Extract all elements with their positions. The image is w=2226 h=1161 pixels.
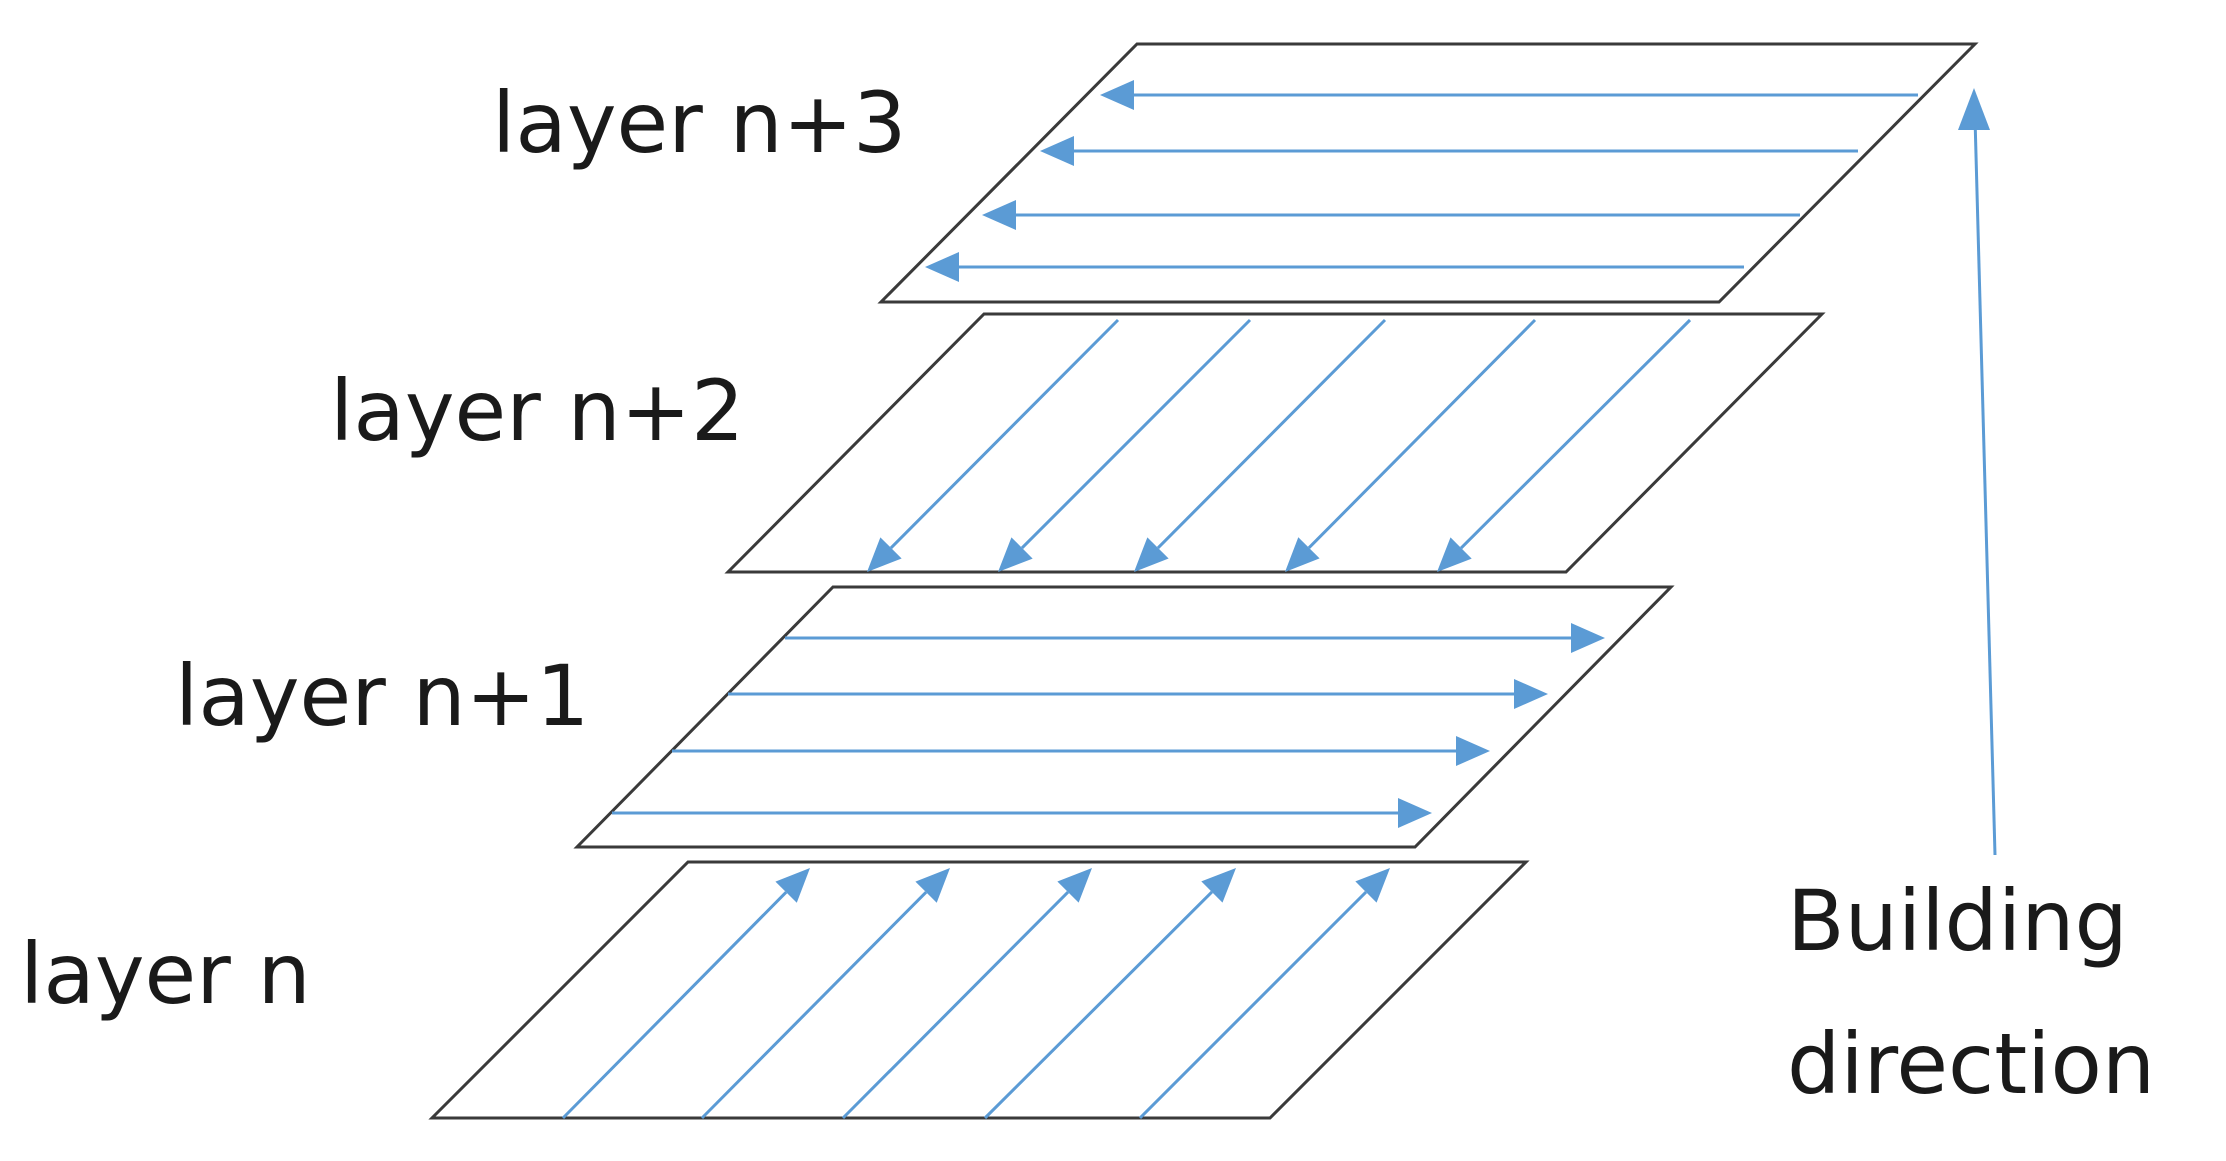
layer-n-plus-1: layer n+1 (175, 585, 1675, 849)
layer-n-plus-3-scan-arrow-1 (1100, 80, 1918, 110)
layer-n-scan-arrow-3-line (841, 891, 1070, 1120)
layer-n-plus-2-scan-arrow-3-head (1134, 537, 1169, 572)
layer-n-plus-1-label: layer n+1 (175, 647, 590, 745)
layer-n-scan-arrow-5-head (1355, 868, 1390, 903)
layer-n-plus-2-scan-arrow-1-head (867, 537, 902, 572)
layer-n-plus-2-scan-arrow-2-head (998, 537, 1033, 572)
layer-n-plus-2-scan-arrow-4-line (1307, 318, 1537, 549)
layer-n-plus-3-scan-arrow-2-head (1040, 136, 1074, 166)
layer-n-scan-arrow-1-line (561, 891, 788, 1120)
layer-n-plus-2-scan-arrow-5-head (1437, 537, 1472, 572)
layer-n-plus-3-scan-paths (925, 80, 1918, 282)
layer-n-plus-2-scan-arrow-3 (1134, 318, 1387, 572)
layer-n-plus-2-outline (724, 312, 1826, 574)
layer-n-plus-2-scan-arrow-3-line (1156, 318, 1387, 549)
layer-n-plus-1-scan-arrow-1-head (1571, 623, 1605, 653)
layer-n-plus-3-outline (877, 42, 1979, 304)
layer-n-outline (428, 860, 1530, 1120)
layer-n-plus-1-scan-paths (612, 623, 1605, 828)
layer-n-plus-1-scan-arrow-2-head (1514, 679, 1548, 709)
layer-n-plus-2-scan-arrow-2 (998, 318, 1252, 572)
layer-n-plus-1-scan-arrow-3 (672, 736, 1490, 766)
layer-n-plus-2-scan-arrow-1 (867, 318, 1120, 572)
layer-n-plus-1-scan-arrow-2 (728, 679, 1548, 709)
layer-n-scan-arrow-1-head (775, 868, 810, 903)
layer-n-plus-3-scan-arrow-2 (1040, 136, 1858, 166)
layer-n-scan-arrow-5 (1138, 868, 1390, 1120)
layer-n-plus-2: layer n+2 (330, 312, 1826, 574)
layer-n-plus-2-scan-arrow-5 (1437, 318, 1692, 572)
building-direction-label-line1: Building (1787, 872, 2128, 970)
layer-n-plus-2-scan-arrow-4 (1285, 318, 1537, 572)
layer-n-scan-paths (561, 868, 1390, 1120)
layer-n-plus-2-scan-arrow-1-line (889, 318, 1120, 549)
layer-n-plus-3-scan-arrow-1-head (1100, 80, 1134, 110)
layer-n-scan-arrow-4 (983, 868, 1236, 1120)
layer-n-scan-arrow-3-head (1057, 868, 1092, 903)
layer-n-plus-3-scan-arrow-3 (982, 200, 1800, 230)
layer-n-plus-3-label: layer n+3 (492, 74, 907, 172)
layer-n-scan-arrow-1 (561, 868, 810, 1120)
layer-n-plus-2-scan-arrow-5-line (1460, 318, 1692, 550)
layer-n-plus-3: layer n+3 (492, 42, 1979, 304)
layer-n-scan-arrow-2-line (700, 891, 928, 1120)
layer-n-plus-3-scan-arrow-4-head (925, 252, 959, 282)
layer-n-plus-1-scan-arrow-4-head (1398, 798, 1432, 828)
layer-n-scan-arrow-4-line (983, 890, 1213, 1120)
building-direction: Building direction (1787, 88, 2155, 1113)
building-direction-arrow-head (1958, 88, 1990, 130)
layer-n-scan-arrow-3 (841, 868, 1092, 1120)
layer-n-plus-3-scan-arrow-3-head (982, 200, 1016, 230)
layer-n-plus-2-scan-paths (867, 318, 1692, 572)
layer-n-scan-arrow-5-line (1138, 890, 1368, 1120)
building-direction-label-line2: direction (1787, 1015, 2155, 1113)
layer-n-scan-arrow-4-head (1201, 868, 1236, 903)
layer-n-scan-arrow-2-head (915, 868, 950, 903)
layer-n-plus-1-outline (573, 585, 1675, 849)
building-direction-arrow-shaft (1973, 117, 1997, 856)
layer-n-scan-arrow-2 (700, 868, 950, 1120)
layer-n-plus-1-scan-arrow-4 (612, 798, 1432, 828)
layer-n-plus-1-scan-arrow-1 (785, 623, 1605, 653)
layer-n-label: layer n (20, 925, 311, 1023)
layer-n-plus-1-scan-arrow-3-head (1456, 736, 1490, 766)
layer-n-plus-2-label: layer n+2 (330, 362, 745, 460)
layer-n-plus-2-scan-arrow-2-line (1020, 318, 1252, 550)
layer-n-plus-3-scan-arrow-4 (925, 252, 1744, 282)
layer-n-plus-2-scan-arrow-4-head (1285, 537, 1320, 572)
layer-n: layer n (20, 860, 1530, 1120)
